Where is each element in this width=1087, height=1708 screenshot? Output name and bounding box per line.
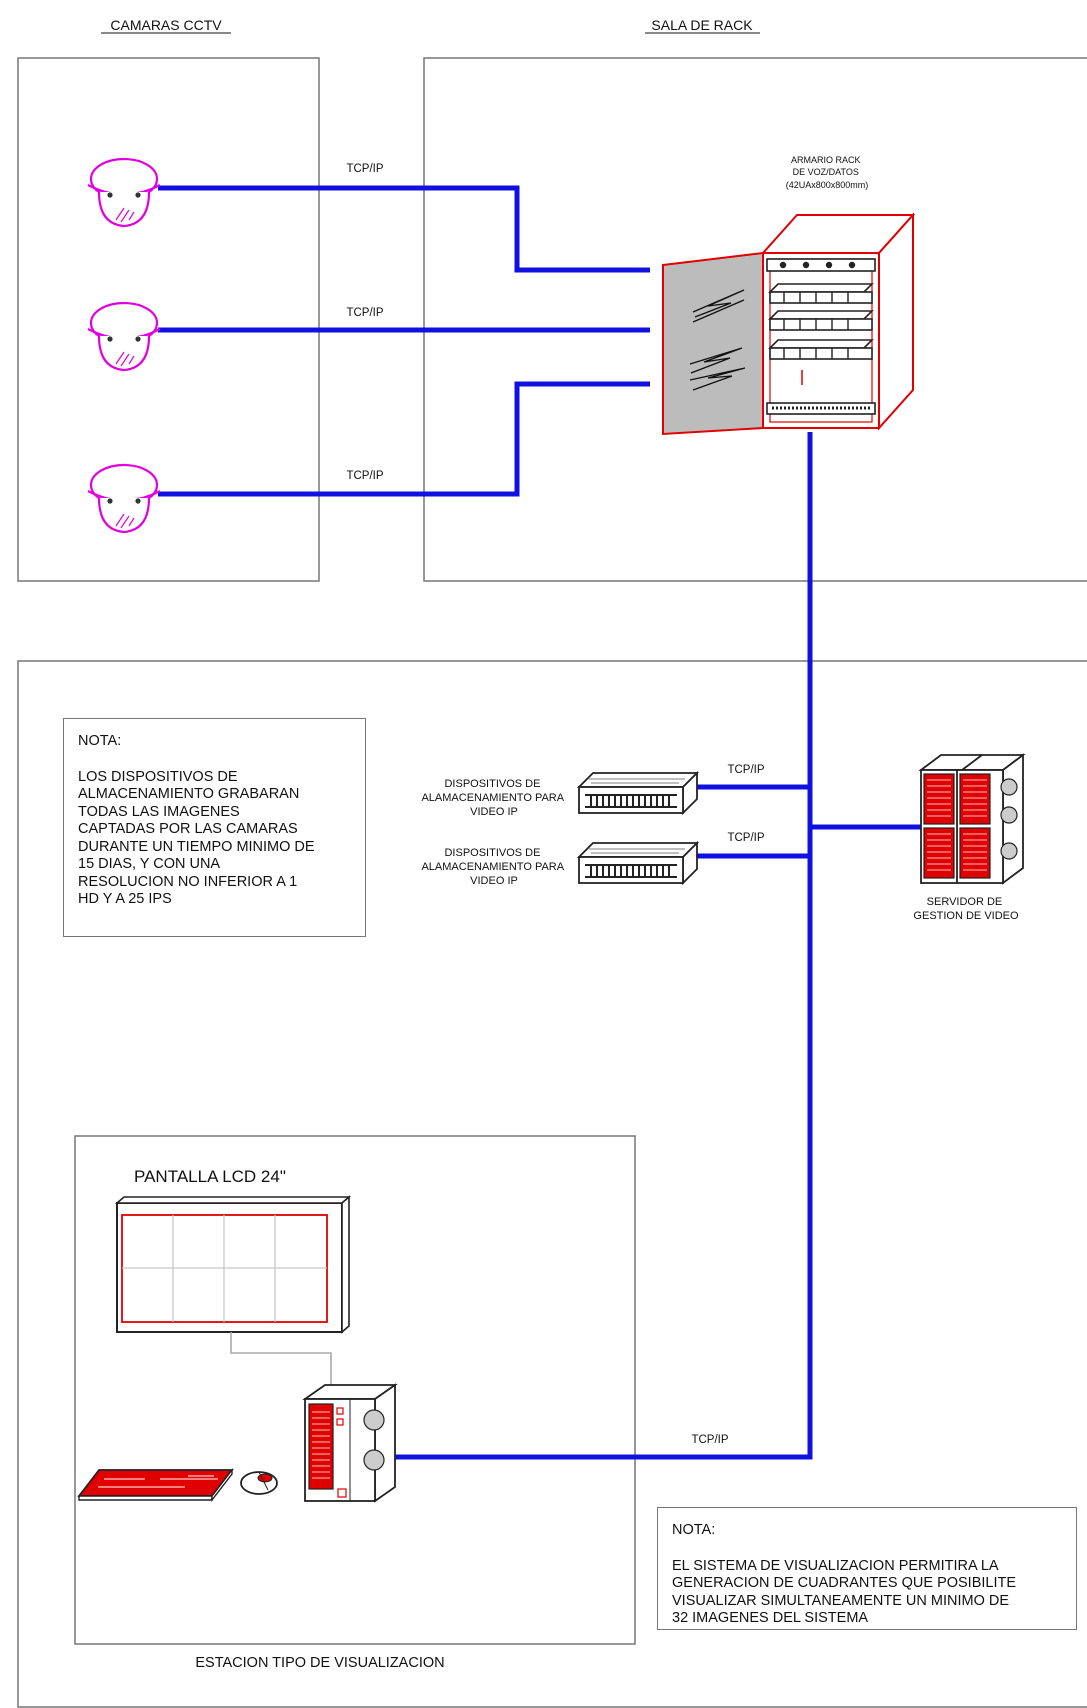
- network-cabling: [158, 185, 925, 1460]
- storage-1-link-label: TCP/IP: [727, 764, 764, 776]
- camera-3-link: [158, 381, 650, 497]
- dome-camera-icon: [86, 301, 162, 372]
- video-server-label: SERVIDOR DE GESTION DE VIDEO: [913, 896, 1019, 922]
- camera-1-link: [158, 185, 650, 273]
- workstation-pc-icon: [302, 1383, 398, 1503]
- camera-2-link-label: TCP/IP: [346, 307, 383, 319]
- workstation-area: [74, 1135, 636, 1645]
- lcd-monitor-icon: [114, 1195, 352, 1397]
- camera-1-link-label: TCP/IP: [346, 163, 383, 175]
- mouse-icon: [240, 1471, 278, 1495]
- cameras-title: CAMARAS CCTV: [110, 17, 222, 33]
- station-title: ESTACION TIPO DE VISUALIZACION: [195, 1655, 444, 1671]
- backbone-link: [395, 432, 813, 1460]
- operations-area: [17, 660, 1087, 1708]
- cameras-area: [17, 57, 320, 582]
- storage-1-label: DISPOSITIVOS DE ALAMACENAMIENTO PARA VID…: [421, 778, 566, 818]
- display-note: NOTA: EL SISTEMA DE VISUALIZACION PERMIT…: [657, 1507, 1077, 1630]
- monitor-label: PANTALLA LCD 24": [134, 1167, 286, 1186]
- storage-2-label: DISPOSITIVOS DE ALAMACENAMIENTO PARA VID…: [421, 847, 566, 887]
- rack-label: ARMARIO RACK DE VOZ/DATOS (42UAx800x800m…: [786, 155, 869, 190]
- storage-device-icon: [578, 842, 698, 884]
- storage-note: NOTA: LOS DISPOSITIVOS DE ALMACENAMIENTO…: [63, 718, 366, 937]
- rack-cabinet-icon: [662, 212, 916, 436]
- display-note-title: NOTA:: [672, 1522, 716, 1538]
- display-note-body: EL SISTEMA DE VISUALIZACION PERMITIRA LA…: [672, 1557, 1017, 1627]
- keyboard-icon: [77, 1467, 234, 1503]
- dome-camera-icon: [86, 157, 162, 228]
- storage-note-title: NOTA:: [78, 733, 122, 749]
- storage-note-body: LOS DISPOSITIVOS DE ALMACENAMIENTO GRABA…: [78, 768, 315, 908]
- storage-device-icon: [578, 772, 698, 814]
- video-server-icon: [918, 753, 1026, 885]
- workstation-link-label: TCP/IP: [691, 1434, 728, 1446]
- rack-room-area: [423, 57, 1087, 582]
- storage-2-link-label: TCP/IP: [727, 832, 764, 844]
- rack-room-title: SALA DE RACK: [651, 17, 753, 33]
- camera-3-link-label: TCP/IP: [346, 470, 383, 482]
- dome-camera-icon: [86, 463, 162, 534]
